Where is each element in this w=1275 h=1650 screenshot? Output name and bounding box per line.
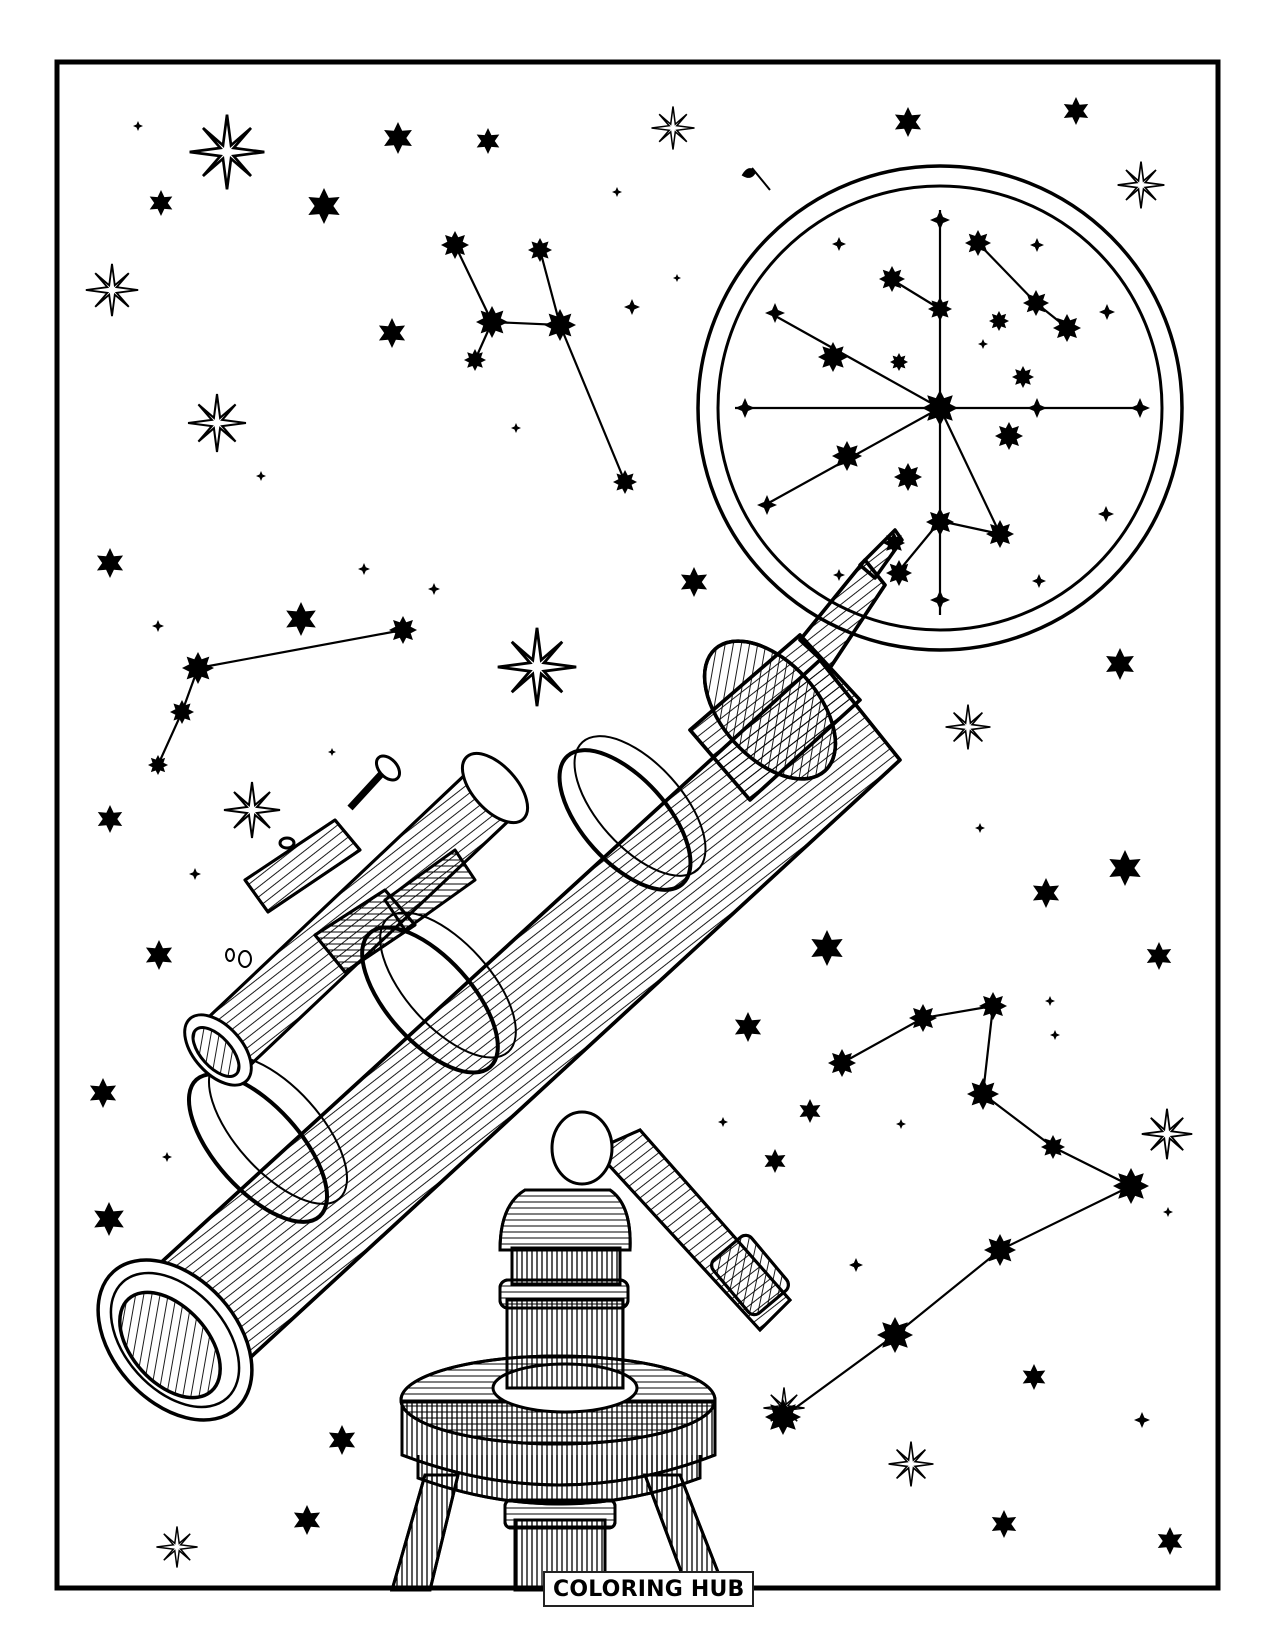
finder-scope: [183, 751, 530, 1087]
constellation-lower-right-stars: [765, 992, 1149, 1435]
coloring-hub-label: COLORING HUB: [543, 1571, 755, 1607]
star-chart: [696, 164, 1184, 652]
telescope-main-tube: [96, 528, 904, 1422]
constellation-left: [156, 628, 404, 766]
scattered-stars: [84, 97, 1194, 1569]
constellation-upper-left-stars: [441, 231, 637, 494]
tripod: [390, 1110, 793, 1592]
